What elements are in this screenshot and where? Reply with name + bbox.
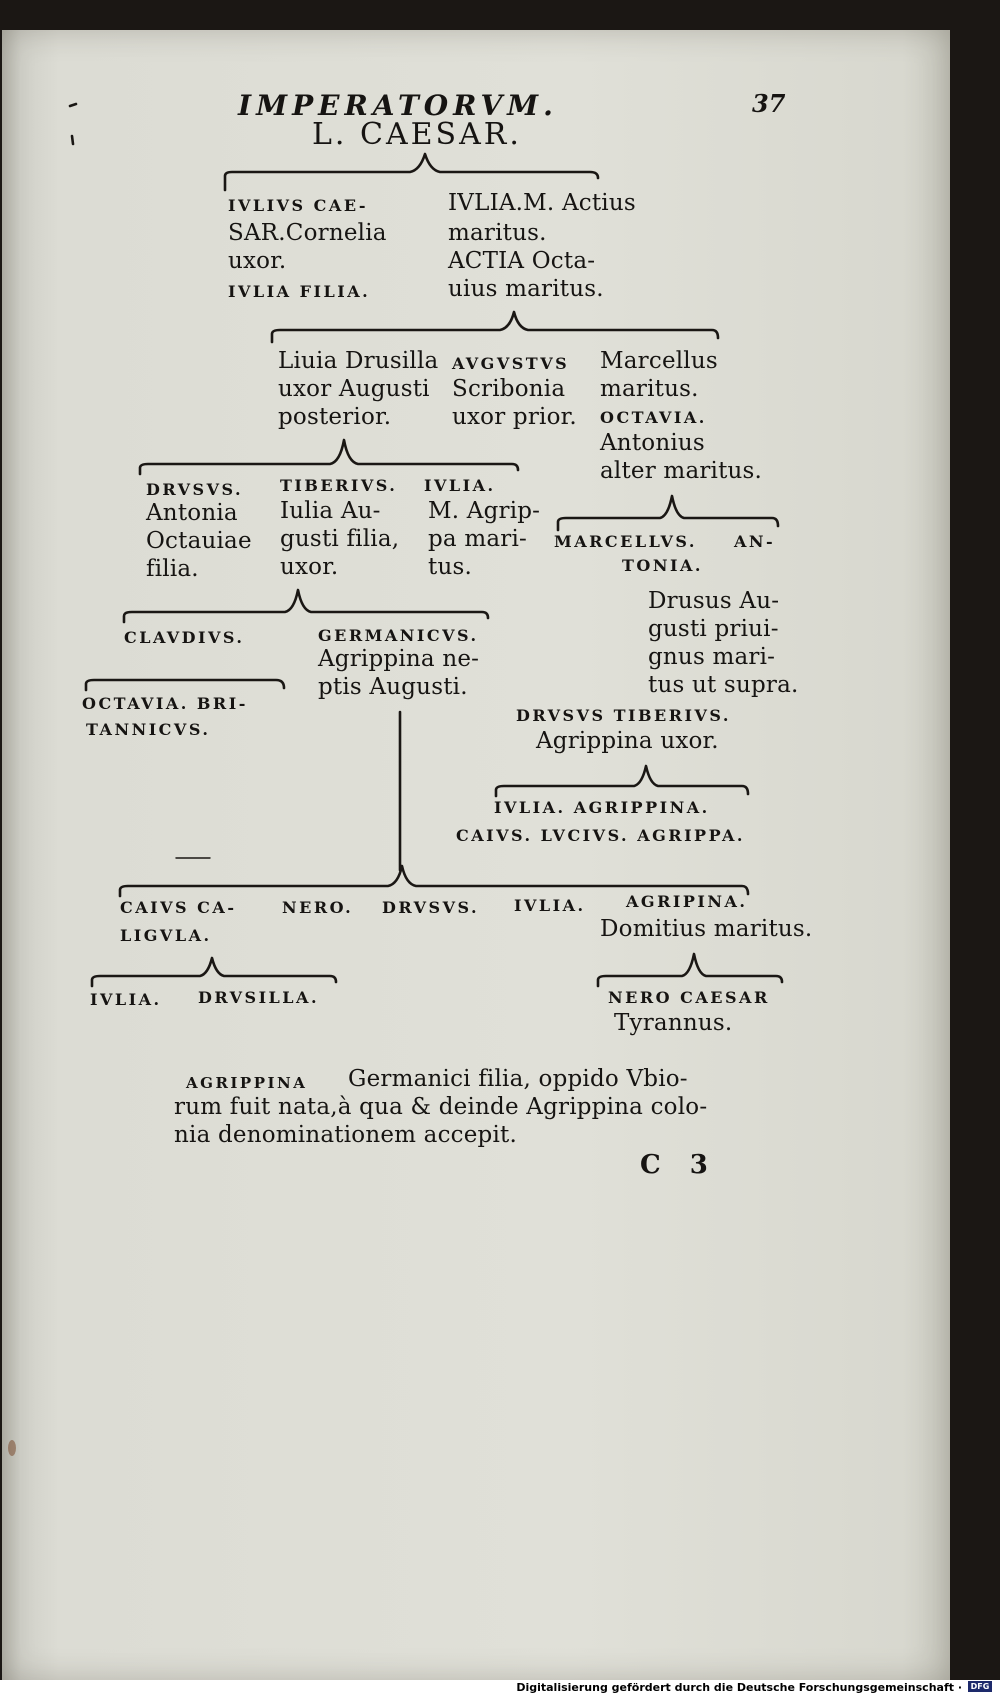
nero-caesar: NERO CAESAR — [608, 988, 770, 1007]
brace-tiberius-children — [138, 438, 520, 476]
octauia-britannicus-line2: TANNICVS. — [86, 720, 211, 739]
brace-drusus-tiberius-children — [494, 764, 750, 798]
drusus-note-line4: tus ut supra. — [648, 672, 799, 698]
iulia-agrippina: IVLIA. AGRIPPINA. — [494, 798, 710, 817]
drusus-note-line2: gusti priui- — [648, 616, 779, 642]
dfg-logo: DFG — [968, 1681, 992, 1692]
germanicus-line3: ptis Augusti. — [318, 674, 468, 700]
tiberius-line2: Iulia Au- — [280, 498, 381, 524]
germanicus-line2: Agrippina ne- — [318, 646, 480, 672]
octauia-britannicus-line1: OCTAVIA. BRI- — [82, 694, 248, 713]
brace-caligula-children — [90, 956, 338, 988]
brace-g2 — [270, 310, 720, 344]
drusus-g5: DRVSVS. — [382, 898, 480, 917]
augustus: AVGVSTVS — [452, 354, 570, 373]
iulia-g5: IVLIA. — [514, 896, 586, 915]
actia-line1: ACTIA Octa- — [448, 248, 596, 274]
iulia-filia: IVLIA FILIA. — [228, 282, 371, 301]
iulia-agrippa-line4: tus. — [428, 554, 472, 580]
iulius-caesar-line3: uxor. — [228, 248, 287, 274]
brace-octauia-children — [556, 494, 780, 532]
antonia-child-part1: AN- — [734, 532, 776, 551]
antonius: Antonius — [600, 430, 705, 456]
iulius-caesar-line1: IVLIVS CAE- — [228, 196, 368, 215]
octauiae: Octauiae — [146, 528, 252, 554]
marcellus-line1: Marcellus — [600, 348, 718, 374]
scribonia: Scribonia — [452, 376, 566, 402]
note-line2: rum fuit nata,à qua & deinde Agrippina c… — [174, 1094, 708, 1120]
octauia: OCTAVIA. — [600, 408, 707, 427]
antonia-child-part2: TONIA. — [622, 556, 703, 575]
tiberius: TIBERIVS. — [280, 476, 398, 495]
marcellus-line2: maritus. — [600, 376, 699, 402]
iulia-agrippa-line3: pa mari- — [428, 526, 527, 552]
actia-line2: uius maritus. — [448, 276, 604, 302]
note-line1: Germanici filia, oppido Vbio- — [348, 1066, 688, 1092]
drusus-note-line3: gnus mari- — [648, 644, 776, 670]
stain — [8, 1440, 16, 1456]
iulia-m-line2: maritus. — [448, 220, 547, 246]
nero: NERO. — [282, 898, 354, 917]
liuia-line2: uxor Augusti — [278, 376, 430, 402]
iulia-agrippa-line2: M. Agrip- — [428, 498, 541, 524]
footer-credit: Digitalisierung gefördert durch die Deut… — [516, 1681, 962, 1694]
caius-caligula-line1: CAIVS CA- — [120, 898, 237, 917]
tiberius-line4: uxor. — [280, 554, 339, 580]
note-line3: nia denominationem accepit. — [174, 1122, 517, 1148]
footer-bar — [0, 1680, 1000, 1694]
iulia-agrippa: IVLIA. — [424, 476, 496, 495]
liuia-line3: posterior. — [278, 404, 392, 430]
marcellus-child: MARCELLVS. — [554, 532, 697, 551]
caius-caligula-line2: LIGVLA. — [120, 926, 212, 945]
drusus-note-line1: Drusus Au- — [648, 588, 780, 614]
note-lead: AGRIPPINA — [186, 1074, 308, 1092]
agrippina-uxor: Agrippina uxor. — [536, 728, 719, 754]
brace-drusus-children — [122, 588, 490, 624]
liuia-line1: Liuia Drusilla — [278, 348, 439, 374]
domitius-maritus: Domitius maritus. — [600, 916, 813, 942]
signature-mark: C 3 — [640, 1150, 718, 1180]
mark-left-2 — [70, 134, 75, 146]
iulia-g6: IVLIA. — [90, 990, 162, 1009]
book-page — [2, 30, 950, 1680]
iulia-m-line1: IVLIA.M. Actius — [448, 190, 636, 216]
mark-left-1 — [68, 102, 78, 108]
agripina: AGRIPINA. — [626, 892, 748, 911]
germanicus: GERMANICVS. — [318, 626, 479, 645]
drusilla: DRVSILLA. — [198, 988, 320, 1007]
drusus: DRVSVS. — [146, 480, 244, 499]
tyrannus: Tyrannus. — [614, 1010, 733, 1036]
brace-claudius-children — [84, 678, 286, 692]
uxor-prior: uxor prior. — [452, 404, 577, 430]
antonia: Antonia — [146, 500, 238, 526]
alter-maritus: alter maritus. — [600, 458, 763, 484]
page-number: 37 — [752, 89, 786, 118]
running-title: IMPERATORVM. — [238, 89, 558, 122]
tiberius-line3: gusti filia, — [280, 526, 400, 552]
brace-germanicus-children — [118, 864, 750, 898]
drusus-tiberius: DRVSVS TIBERIVS. — [516, 706, 731, 725]
brace-root — [223, 152, 600, 192]
iulius-caesar-line2: SAR.Cornelia — [228, 220, 387, 246]
brace-agripina-children — [596, 952, 784, 988]
filia: filia. — [146, 556, 199, 582]
caius-lucius-agrippa: CAIVS. LVCIVS. AGRIPPA. — [456, 826, 745, 845]
root-person: L. CAESAR. — [312, 117, 522, 152]
claudius: CLAVDIVS. — [124, 628, 245, 647]
